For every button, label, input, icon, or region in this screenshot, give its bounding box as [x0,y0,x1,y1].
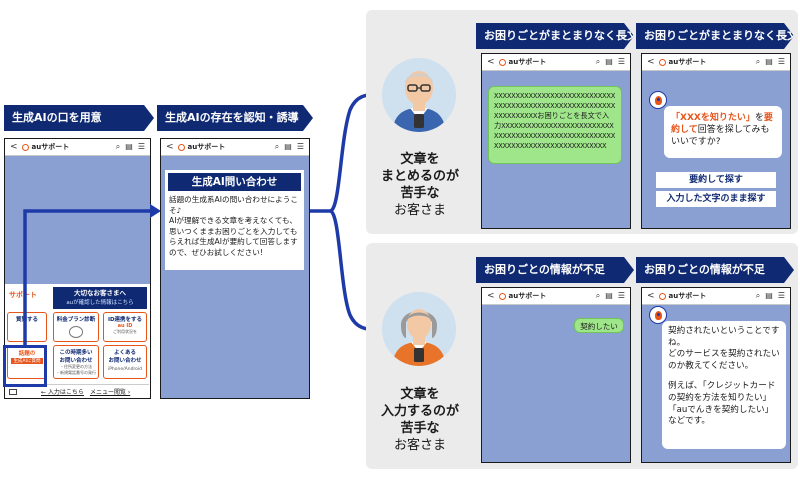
user-message-short: 契約したい [574,318,624,333]
back-icon[interactable]: < [487,57,495,67]
app-title-label: auサポート [509,291,547,301]
phone-short-input: < auサポート ⌕ ▤ ☰ 契約したい [481,287,631,463]
menu-icon[interactable]: ☰ [618,291,625,301]
app-title-label: auサポート [669,57,707,67]
persona-line: 苦手な [372,185,468,202]
document-icon[interactable]: ▤ [605,291,613,301]
persona-line: お客さま [372,202,468,219]
clarify-line1: 契約されたいということですね。 [668,326,780,349]
app-title: auサポート [659,57,752,67]
document-icon[interactable]: ▤ [765,291,773,301]
au-logo-icon [178,144,185,151]
phone-ai-intro: < auサポート ⌕ ▤ ☰ 生成AI問い合わせ 話題の生成系AIの問い合わせに… [160,138,310,399]
clarify-line2: どのサービスを契約されたいのか教えてください。 [668,349,780,372]
ai-reply-bubble: 「XXXを知りたい」を要約して回答を探してみもいいですか? [664,106,782,158]
ai-clarify-bubble: 契約されたいということですね。 どのサービスを契約されたいのか教えてください。 … [662,321,786,449]
bot-avatar-icon [649,91,667,109]
reply-quote: 「XXXを知りたい」 [671,113,755,123]
search-as-typed-button[interactable]: 入力した文字のまま探す [656,191,776,207]
persona-top-label: 文章を まとめるのが 苦手な お客さま [372,151,468,219]
header-tools: ⌕ ▤ ☰ [756,291,785,301]
elderly-woman-illustration [382,292,456,366]
search-icon[interactable]: ⌕ [756,57,760,67]
au-logo-icon [659,293,666,300]
avatar-elderly-man [382,58,456,132]
header-tools: ⌕ ▤ ☰ [275,142,304,152]
scenario-header-info-lacking: お困りごとの情報が不足 [476,257,634,283]
menu-icon[interactable]: ☰ [618,57,625,67]
clarify-line3: 例えば、「クレジットカードの契約を方法を知りたい」「auでんきを契約したい」など… [668,381,780,427]
phone-header: < auサポート ⌕ ▤ ☰ [642,288,790,305]
back-icon[interactable]: < [487,291,495,301]
scenario-header-long-text-2: お困りごとがまとまりなく長文 [636,23,794,49]
search-icon[interactable]: ⌕ [596,291,600,301]
phone-header: < auサポート ⌕ ▤ ☰ [642,54,790,71]
header-tools: ⌕ ▤ ☰ [596,291,625,301]
scenario-header-label: お困りごとがまとまりなく長文 [644,29,794,42]
app-title: auサポート [178,142,271,152]
document-icon[interactable]: ▤ [605,57,613,67]
app-title-label: auサポート [669,291,707,301]
app-title-label: auサポート [509,57,547,67]
phone-ai-summarize-reply: < auサポート ⌕ ▤ ☰ 「XXXを知りたい」を要約して回答を探してみもいい… [641,53,791,229]
app-title: auサポート [659,291,752,301]
persona-bottom-label: 文章を 入力するのが 苦手な お客さま [372,386,468,454]
back-icon[interactable]: < [647,291,655,301]
persona-line: お客さま [372,437,468,454]
document-icon[interactable]: ▤ [284,142,292,152]
scenario-header-label: お困りごとがまとまりなく長文 [484,29,634,42]
au-logo-icon [659,59,666,66]
au-logo-icon [499,293,506,300]
elderly-man-illustration [382,58,456,132]
persona-line: 入力するのが [372,403,468,420]
phone-header: < auサポート ⌕ ▤ ☰ [482,54,630,71]
summarize-search-button[interactable]: 要約して探す [656,172,776,188]
app-title-label: auサポート [188,142,226,152]
ai-intro-card: 生成AI問い合わせ 話題の生成系AIの問い合わせにようこそ♪ AIが理解できる文… [165,170,304,270]
reply-particle: を [755,113,764,123]
app-title: auサポート [499,57,592,67]
menu-icon[interactable]: ☰ [778,291,785,301]
search-icon[interactable]: ⌕ [596,57,600,67]
persona-line: まとめるのが [372,168,468,185]
phone-ai-clarify-reply: < auサポート ⌕ ▤ ☰ 契約されたいということですね。 どのサービスを契約… [641,287,791,463]
scenario-header-label: お困りごとの情報が不足 [644,263,765,276]
back-icon[interactable]: < [647,57,655,67]
persona-line: 文章を [372,151,468,168]
user-message-long: XXXXXXXXXXXXXXXXXXXXXXXXXXXXXXXXXXXXXXXX… [488,86,622,164]
menu-icon[interactable]: ☰ [778,57,785,67]
app-title: auサポート [499,291,592,301]
ai-intro-heading: 生成AI問い合わせ [168,173,301,191]
document-icon[interactable]: ▤ [765,57,773,67]
phone-header: < auサポート ⌕ ▤ ☰ [482,288,630,305]
scenario-header-long-text: お困りごとがまとまりなく長文 [476,23,634,49]
avatar-elderly-woman [382,292,456,366]
scenario-header-label: お困りごとの情報が不足 [484,263,605,276]
scenario-header-info-lacking-2: お困りごとの情報が不足 [636,257,794,283]
phone-long-text-input: < auサポート ⌕ ▤ ☰ XXXXXXXXXXXXXXXXXXXXXXXXX… [481,53,631,229]
header-tools: ⌕ ▤ ☰ [756,57,785,67]
header-tools: ⌕ ▤ ☰ [596,57,625,67]
persona-line: 文章を [372,386,468,403]
search-icon[interactable]: ⌕ [275,142,279,152]
persona-line: 苦手な [372,420,468,437]
au-logo-icon [499,59,506,66]
back-icon[interactable]: < [166,142,174,152]
menu-icon[interactable]: ☰ [297,142,304,152]
phone-header: < auサポート ⌕ ▤ ☰ [161,139,309,156]
search-icon[interactable]: ⌕ [756,291,760,301]
ai-intro-body: 話題の生成系AIの問い合わせにようこそ♪ AIが理解できる文章を考えなくても、思… [165,191,304,259]
